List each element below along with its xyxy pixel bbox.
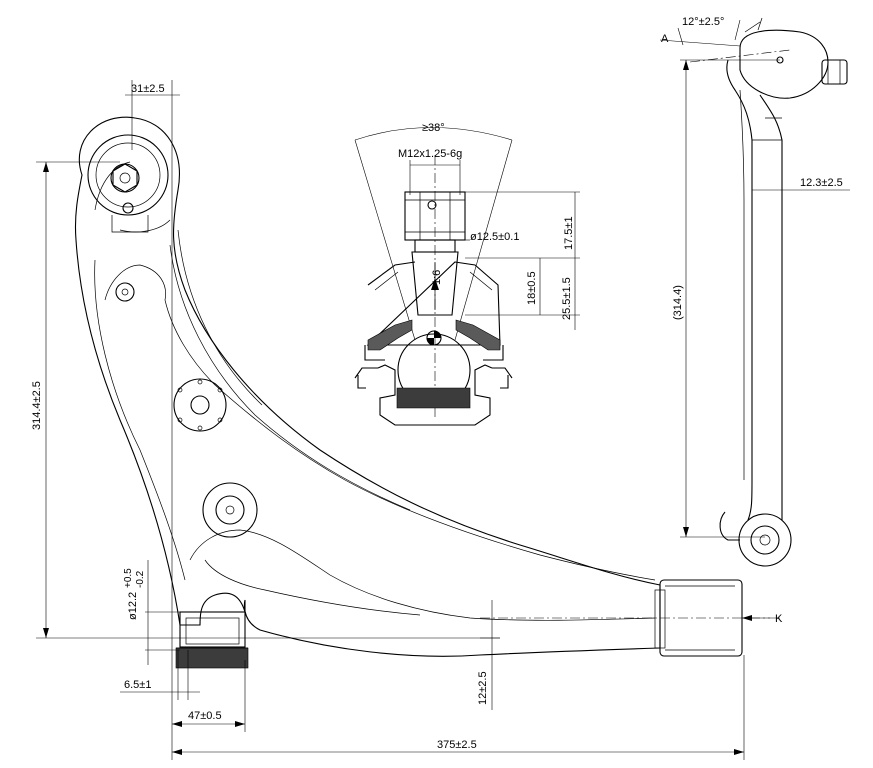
label-thread: M12x1.25-6g xyxy=(398,148,462,160)
dimension-labels: 31±2.5 ≥38° M12x1.25-6g ø12.5±0.1 1:6 17… xyxy=(31,16,843,751)
label-overall-length: 375±2.5 xyxy=(437,739,477,751)
label-ref-height: (314.4) xyxy=(672,285,684,320)
label-taper-ratio: 1:6 xyxy=(431,270,443,285)
label-flange-thickness: 6.5±1 xyxy=(124,679,151,691)
label-datum-k: K xyxy=(775,613,783,625)
label-tilt-angle: 12°±2.5° xyxy=(682,16,724,28)
side-view xyxy=(659,17,850,567)
label-bushing-width: 47±0.5 xyxy=(188,710,222,722)
label-pin-diameter: ø12.5±0.1 xyxy=(470,231,519,243)
label-total-height: 25.5±1.5 xyxy=(561,277,573,320)
label-stud-height: 17.5±1 xyxy=(563,216,575,250)
label-side-offset: 12.3±2.5 xyxy=(800,177,843,189)
label-angle-top: ≥38° xyxy=(422,122,445,134)
label-rear-offset: 12±2.5 xyxy=(477,671,489,705)
label-bore-tol-lower: -0.2 xyxy=(135,570,146,588)
label-datum-a: A xyxy=(661,33,669,45)
label-arm-height: 314.4±2.5 xyxy=(31,381,43,430)
label-taper-height: 18±0.5 xyxy=(526,271,538,305)
label-bore-tol-upper: +0.5 xyxy=(123,568,134,588)
label-bushing-offset: 31±2.5 xyxy=(131,83,165,95)
control-arm-plan-view xyxy=(74,116,770,669)
main-dimension-lines xyxy=(36,80,780,760)
ball-joint-section xyxy=(354,127,580,426)
label-bore-diameter: ø12.2 xyxy=(127,592,139,620)
